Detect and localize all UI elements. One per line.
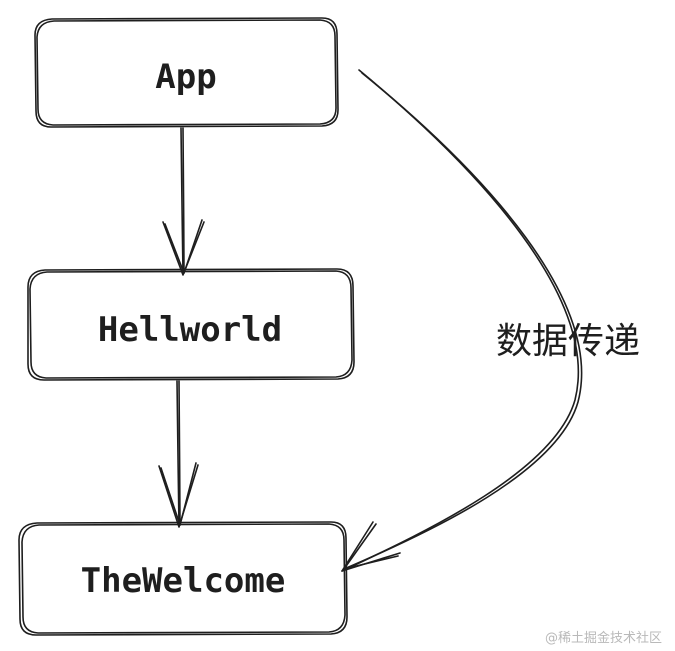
- arrow-app-to-helloworld-shaft-sketch: [182, 127, 185, 274]
- data-transfer-label: 数据传递: [496, 321, 640, 362]
- node-app-label: App: [155, 57, 216, 97]
- node-app-border: [34, 17, 339, 128]
- arrow-data-transfer: [341, 69, 583, 572]
- arrow-helloworld-to-welcome-shaft: [176, 380, 180, 527]
- arrow-app-to-helloworld-head-sketch: [164, 219, 203, 274]
- arrow-data-transfer-head: [341, 521, 401, 572]
- node-app-border-sketch: [36, 19, 337, 126]
- node-welcome-border-sketch: [21, 523, 346, 634]
- arrow-app-to-helloworld-head: [162, 221, 205, 276]
- arrow-data-transfer-head-sketch: [343, 523, 399, 570]
- arrow-data-transfer-curve: [341, 69, 580, 572]
- arrow-helloworld-to-welcome-shaft-sketch: [178, 380, 181, 526]
- arrow-helloworld-to-welcome-head: [158, 464, 199, 528]
- node-app[interactable]: App: [34, 17, 339, 128]
- arrow-app-to-helloworld-shaft: [180, 127, 184, 275]
- node-welcome-border: [18, 521, 348, 636]
- node-welcome-label: TheWelcome: [81, 561, 286, 601]
- node-welcome[interactable]: TheWelcome: [18, 521, 348, 636]
- watermark-text: @稀土掘金技术社区: [545, 630, 662, 646]
- node-helloworld[interactable]: Hellworld: [27, 268, 355, 381]
- arrow-helloworld-to-welcome-head-sketch: [160, 462, 197, 526]
- node-helloworld-border: [27, 268, 355, 381]
- arrow-helloworld-to-welcome: [158, 380, 199, 528]
- node-helloworld-border-sketch: [29, 270, 353, 379]
- arrow-app-to-helloworld: [162, 127, 205, 276]
- arrow-data-transfer-curve-sketch: [343, 72, 583, 570]
- node-helloworld-label: Hellworld: [98, 310, 282, 350]
